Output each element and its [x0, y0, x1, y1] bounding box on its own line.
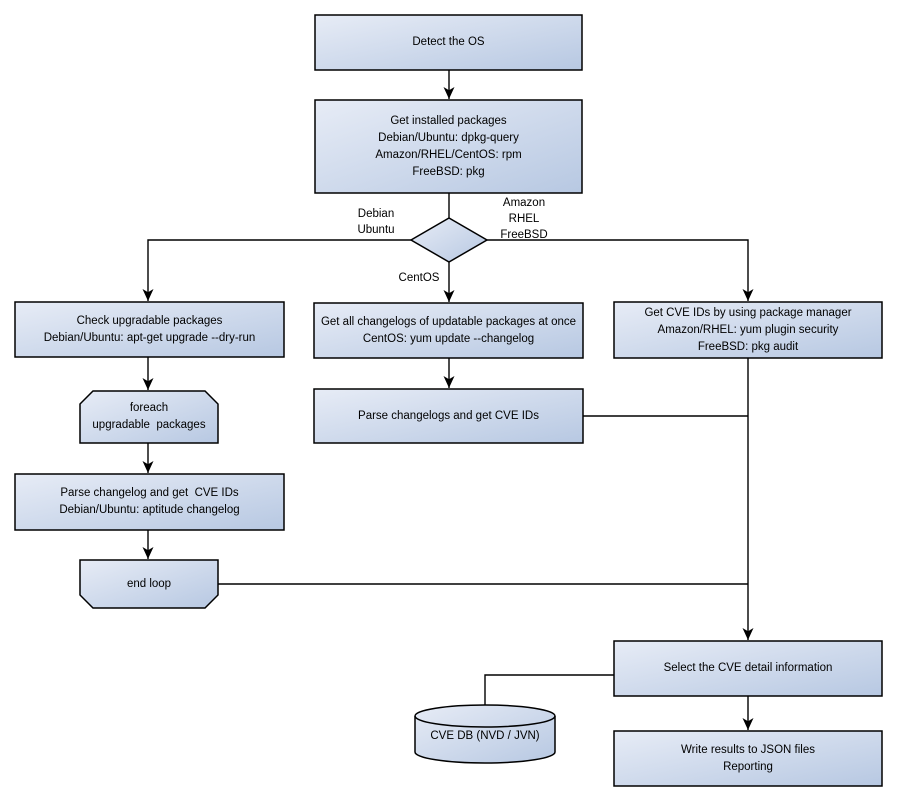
cve-db-cylinder	[414, 704, 556, 764]
check-upgradable-box	[14, 301, 285, 358]
end-loop-shape	[79, 559, 219, 609]
parse-changelogs-centos-box	[313, 388, 584, 444]
get-installed-packages-box	[314, 99, 583, 194]
parse-changelog-debian-box	[14, 473, 285, 531]
edge-cvedb-to-select	[484, 674, 614, 705]
get-cve-ids-pkg-manager-box	[613, 301, 883, 359]
select-cve-detail-box	[613, 640, 883, 697]
os-decision-diamond	[409, 217, 489, 263]
get-all-changelogs-box	[313, 302, 584, 359]
detect-os-box	[314, 14, 583, 71]
write-results-box	[613, 730, 883, 787]
foreach-loop-shape	[79, 390, 219, 444]
edge-decision-to-get-cve-ids	[487, 239, 754, 301]
cve-db-cylinder-lid	[414, 715, 556, 728]
edge-decision-to-check-upgradable	[142, 239, 411, 301]
